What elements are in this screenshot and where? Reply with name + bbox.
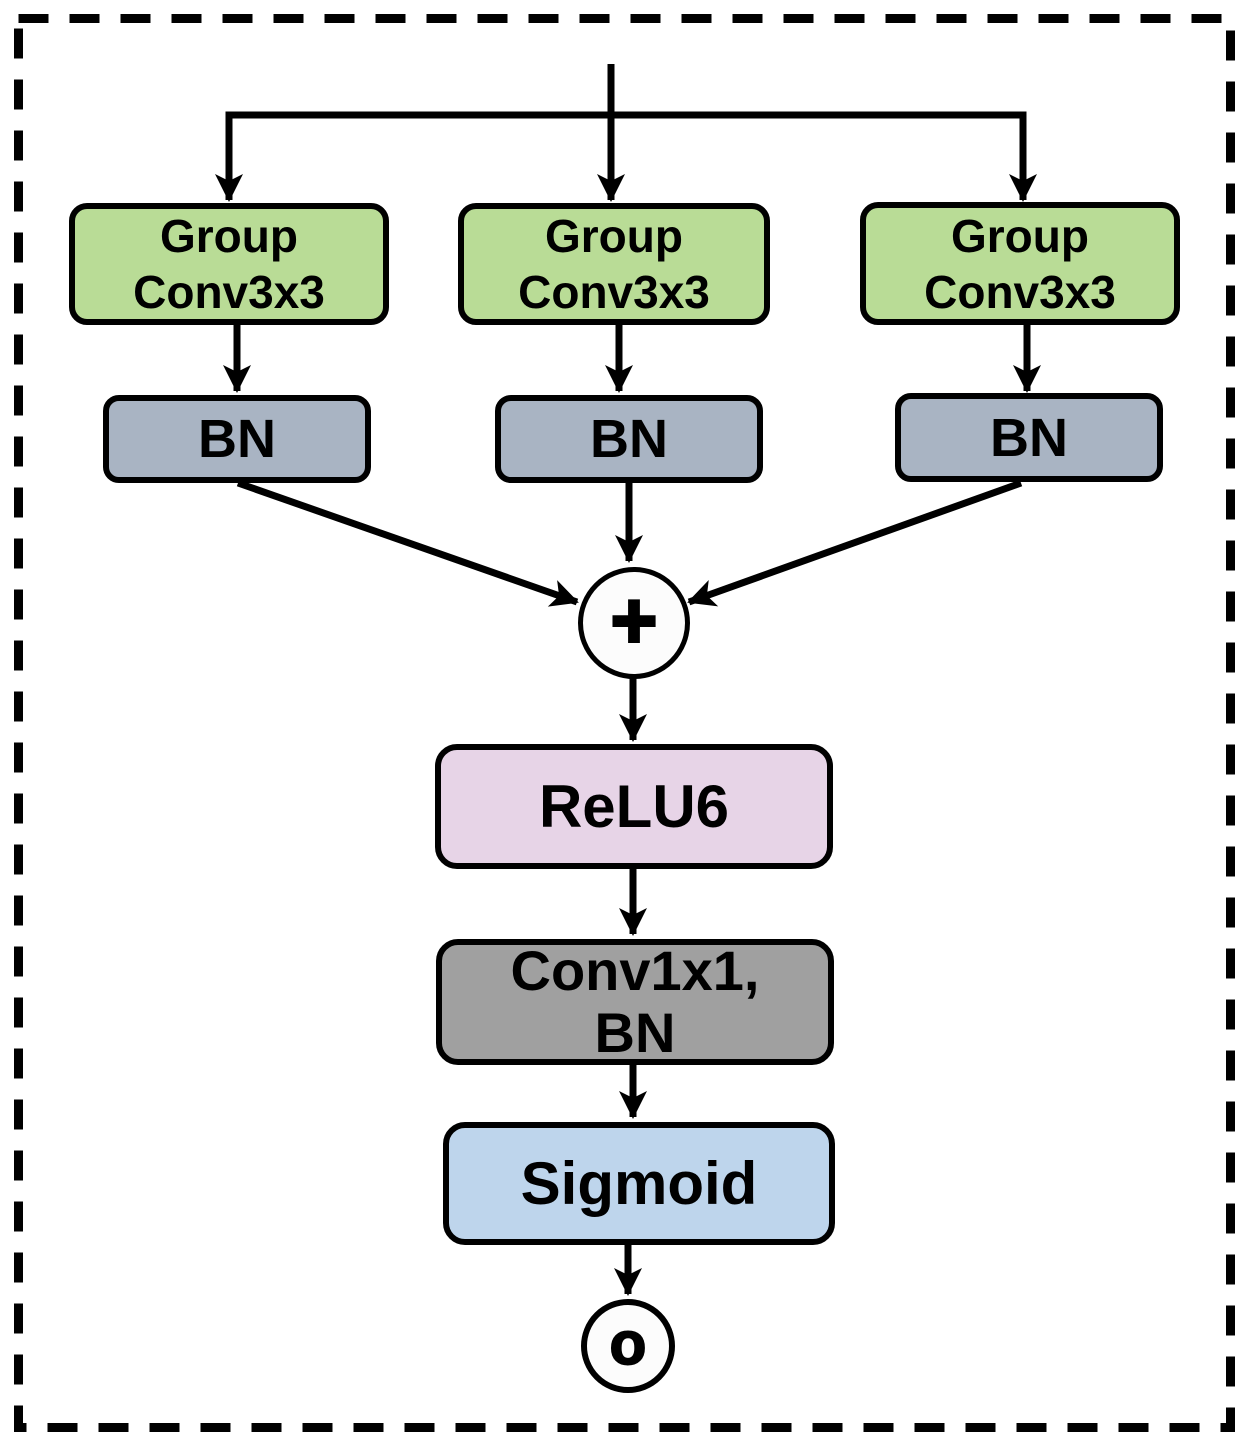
node-bn-1: BN	[103, 395, 371, 483]
node-bn-2: BN	[495, 395, 763, 483]
node-label: Group	[160, 210, 298, 262]
node-label: Group	[545, 210, 683, 262]
output-circle: o	[581, 1299, 675, 1393]
node-bn-3: BN	[895, 393, 1163, 482]
node-conv1x1-bn: Conv1x1, BN	[436, 939, 834, 1065]
node-relu6: ReLU6	[435, 744, 833, 869]
node-label: ReLU6	[538, 773, 730, 840]
node-group-conv-1: Group Conv3x3	[69, 203, 389, 325]
arrow-bn-left-to-add	[236, 479, 579, 607]
node-label: BN	[198, 409, 276, 469]
node-label: Conv3x3	[924, 265, 1116, 318]
node-label: Conv1x1,	[510, 939, 760, 1002]
node-label: BN	[594, 1001, 676, 1064]
node-label: BN	[990, 407, 1068, 468]
node-label: Conv3x3	[518, 266, 710, 318]
node-sigmoid: Sigmoid	[443, 1122, 835, 1245]
arrow-bn-right-to-add	[687, 479, 1023, 607]
node-label: Group	[951, 209, 1089, 262]
output-symbol: o	[609, 1309, 648, 1378]
node-group-conv-2: Group Conv3x3	[458, 203, 770, 325]
plus-icon: +	[609, 575, 659, 667]
dashed-border	[14, 14, 1235, 1432]
node-label: BN	[590, 409, 668, 469]
node-label: Conv3x3	[133, 266, 325, 318]
add-operator-circle: +	[578, 567, 690, 679]
node-label: Sigmoid	[520, 1150, 758, 1217]
node-group-conv-3: Group Conv3x3	[860, 202, 1180, 325]
